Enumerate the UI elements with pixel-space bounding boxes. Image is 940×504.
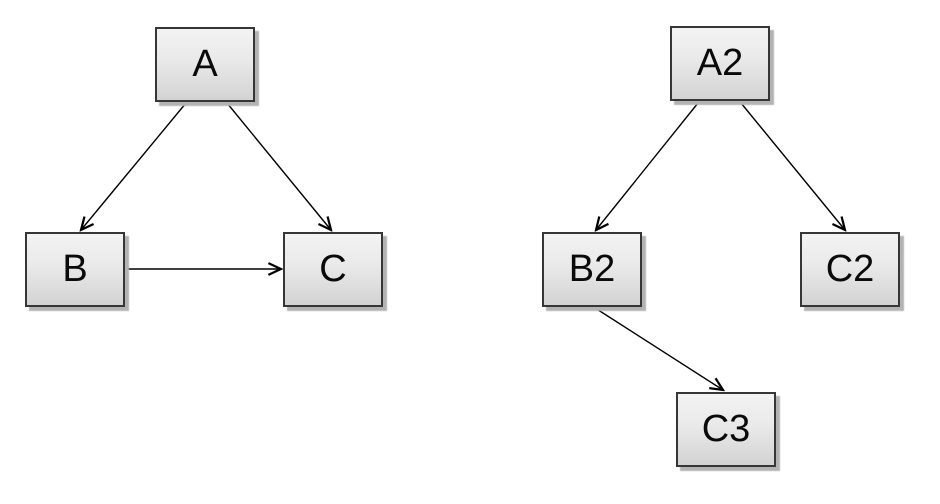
node-A-label: A bbox=[192, 43, 218, 85]
node-C3[interactable]: C3 bbox=[676, 392, 776, 467]
node-B2[interactable]: B2 bbox=[542, 232, 642, 307]
node-B-label: B bbox=[62, 248, 88, 290]
node-C3-label: C3 bbox=[701, 408, 751, 450]
edge-B2-C3 bbox=[591, 305, 723, 390]
node-C-label: C bbox=[319, 248, 347, 290]
node-A2-label: A2 bbox=[696, 42, 744, 84]
edge-A2-B2 bbox=[596, 102, 699, 230]
edge-A-B bbox=[81, 102, 187, 230]
node-C2[interactable]: C2 bbox=[800, 232, 900, 307]
node-A[interactable]: A bbox=[155, 27, 255, 102]
node-A2[interactable]: A2 bbox=[670, 26, 770, 101]
node-B2-label: B2 bbox=[568, 248, 616, 290]
edge-A2-C2 bbox=[740, 102, 845, 230]
edge-A-C bbox=[226, 102, 331, 230]
node-B[interactable]: B bbox=[25, 232, 125, 307]
node-C2-label: C2 bbox=[825, 248, 875, 290]
node-C[interactable]: C bbox=[283, 232, 383, 307]
